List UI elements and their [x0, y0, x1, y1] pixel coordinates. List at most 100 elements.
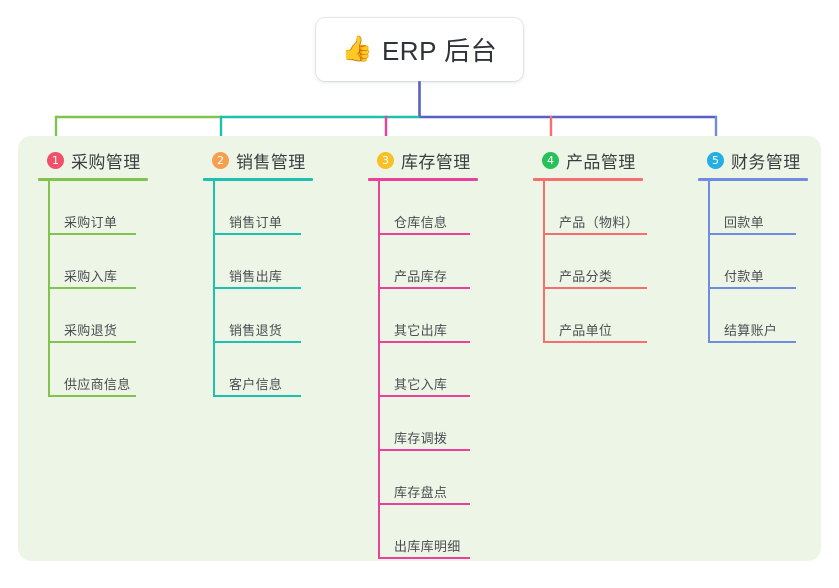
branch-header-rule: [533, 178, 643, 181]
leaf-node[interactable]: 产品（物料）: [533, 181, 647, 235]
leaf-node[interactable]: 产品单位: [533, 289, 647, 343]
thumbs-up-icon: 👍: [341, 35, 373, 63]
branch-column-1: 1 采购管理采购订单采购入库采购退货供应商信息: [38, 146, 148, 397]
leaf-node[interactable]: 结算账户: [698, 289, 808, 343]
branch-number-badge: 1: [47, 151, 64, 169]
leaf-rule: [213, 287, 301, 289]
root-title: ERP 后台: [381, 36, 498, 66]
leaf-node[interactable]: 销售订单: [203, 181, 313, 235]
leaf-list: 销售订单销售出库销售退货客户信息: [203, 181, 313, 397]
branch-header-rule: [38, 178, 148, 181]
branch-number-badge: 3: [377, 151, 394, 169]
leaf-label: 仓库信息: [394, 215, 448, 230]
branch-title: 采购管理: [71, 152, 141, 172]
leaf-label: 客户信息: [229, 377, 283, 392]
branch-column-2: 2 销售管理销售订单销售出库销售退货客户信息: [203, 146, 313, 397]
branch-number-badge: 4: [542, 151, 559, 169]
leaf-label: 产品分类: [559, 269, 613, 284]
branch-spine: [213, 181, 215, 397]
leaf-label: 供应商信息: [64, 377, 131, 392]
leaf-label: 产品单位: [559, 323, 613, 338]
branch-title: 财务管理: [731, 152, 801, 172]
branches-panel: [18, 136, 821, 561]
branch-header-4[interactable]: 4 产品管理: [533, 146, 643, 174]
leaf-node[interactable]: 出库库明细: [368, 505, 478, 559]
root-node[interactable]: 👍 ERP 后台: [316, 18, 523, 81]
leaf-node[interactable]: 仓库信息: [368, 181, 478, 235]
branch-spine: [48, 181, 50, 397]
leaf-rule: [378, 341, 470, 343]
leaf-node[interactable]: 其它出库: [368, 289, 478, 343]
branch-header-rule: [698, 178, 808, 181]
leaf-node[interactable]: 销售出库: [203, 235, 313, 289]
leaf-rule: [213, 395, 301, 397]
leaf-rule: [708, 341, 796, 343]
branch-spine: [708, 181, 710, 343]
leaf-rule: [543, 233, 647, 235]
leaf-rule: [48, 233, 136, 235]
branch-header-rule: [203, 178, 313, 181]
leaf-label: 销售出库: [229, 269, 283, 284]
leaf-label: 库存调拨: [394, 431, 448, 446]
leaf-node[interactable]: 采购入库: [38, 235, 148, 289]
leaf-rule: [213, 233, 301, 235]
branch-header-rule: [368, 178, 478, 181]
branch-header-1[interactable]: 1 采购管理: [38, 146, 148, 174]
leaf-rule: [213, 341, 301, 343]
leaf-node[interactable]: 供应商信息: [38, 343, 148, 397]
leaf-node[interactable]: 采购订单: [38, 181, 148, 235]
branch-title: 产品管理: [566, 152, 636, 172]
leaf-list: 回款单付款单结算账户: [698, 181, 808, 343]
branch-header-2[interactable]: 2 销售管理: [203, 146, 313, 174]
branch-spine: [543, 181, 545, 343]
leaf-rule: [543, 341, 647, 343]
branch-header-3[interactable]: 3 库存管理: [368, 146, 478, 174]
branch-column-3: 3 库存管理仓库信息产品库存其它出库其它入库库存调拨库存盘点出库库明细: [368, 146, 478, 559]
branch-header-5[interactable]: 5 财务管理: [698, 146, 808, 174]
leaf-rule: [543, 287, 647, 289]
leaf-rule: [378, 557, 470, 559]
branch-title: 销售管理: [236, 152, 306, 172]
leaf-rule: [708, 287, 796, 289]
leaf-label: 产品（物料）: [559, 215, 639, 230]
leaf-node[interactable]: 产品库存: [368, 235, 478, 289]
leaf-label: 付款单: [724, 269, 764, 284]
branch-title: 库存管理: [401, 152, 471, 172]
leaf-rule: [48, 287, 136, 289]
leaf-rule: [48, 395, 136, 397]
leaf-label: 采购订单: [64, 215, 118, 230]
leaf-label: 其它出库: [394, 323, 448, 338]
leaf-label: 产品库存: [394, 269, 448, 284]
leaf-label: 出库库明细: [394, 539, 461, 554]
leaf-node[interactable]: 其它入库: [368, 343, 478, 397]
leaf-rule: [378, 503, 470, 505]
leaf-node[interactable]: 回款单: [698, 181, 808, 235]
leaf-list: 采购订单采购入库采购退货供应商信息: [38, 181, 148, 397]
leaf-node[interactable]: 付款单: [698, 235, 808, 289]
leaf-rule: [378, 287, 470, 289]
branch-number-badge: 5: [707, 151, 724, 169]
leaf-rule: [378, 233, 470, 235]
leaf-label: 其它入库: [394, 377, 448, 392]
branch-column-4: 4 产品管理产品（物料） 产品分类产品单位: [533, 146, 647, 343]
leaf-node[interactable]: 库存盘点: [368, 451, 478, 505]
leaf-label: 采购退货: [64, 323, 118, 338]
leaf-node[interactable]: 产品分类: [533, 235, 647, 289]
leaf-rule: [378, 449, 470, 451]
leaf-list: 产品（物料） 产品分类产品单位: [533, 181, 647, 343]
branch-spine: [378, 181, 380, 559]
leaf-node[interactable]: 采购退货: [38, 289, 148, 343]
leaf-label: 库存盘点: [394, 485, 448, 500]
leaf-node[interactable]: 客户信息: [203, 343, 313, 397]
leaf-node[interactable]: 库存调拨: [368, 397, 478, 451]
leaf-rule: [708, 233, 796, 235]
branch-number-badge: 2: [212, 151, 229, 169]
leaf-node[interactable]: 销售退货: [203, 289, 313, 343]
branch-column-5: 5 财务管理回款单付款单结算账户: [698, 146, 808, 343]
leaf-rule: [48, 341, 136, 343]
leaf-list: 仓库信息产品库存其它出库其它入库库存调拨库存盘点出库库明细: [368, 181, 478, 559]
leaf-rule: [378, 395, 470, 397]
leaf-label: 销售退货: [229, 323, 283, 338]
leaf-label: 销售订单: [229, 215, 283, 230]
